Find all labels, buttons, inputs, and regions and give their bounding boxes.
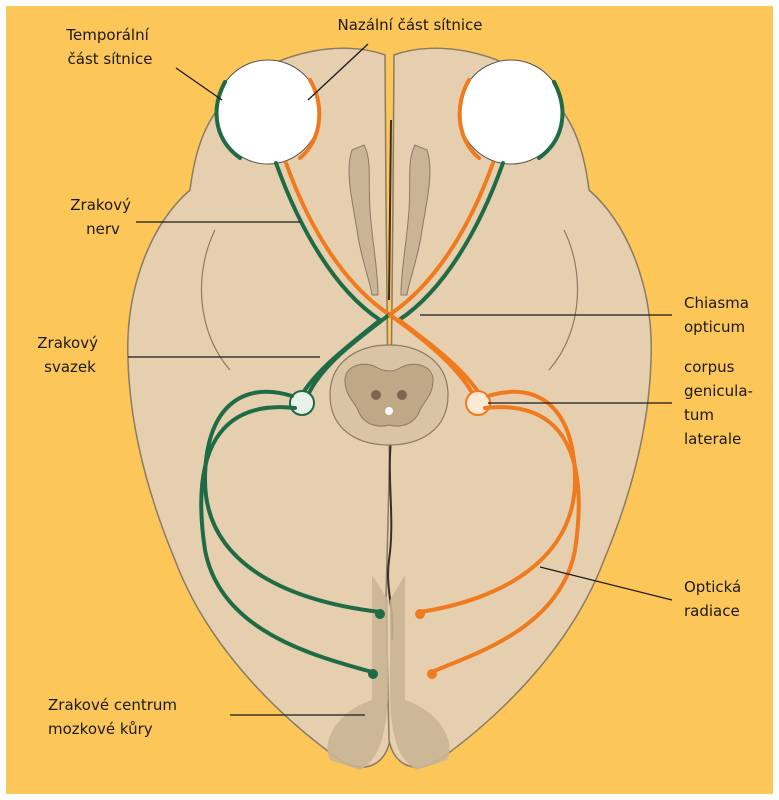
left-cortex-terminal-lower [368,669,378,679]
right-lgn [466,391,490,415]
label-nasal-retina: Nazální část sítnice [337,16,482,34]
left-cortex-terminal-upper [375,609,385,619]
right-cortex-terminal-upper [415,609,425,619]
right-cortex-terminal-lower [427,669,437,679]
cerebral-aqueduct [385,407,393,415]
brainstem-dot-right [397,390,407,400]
brainstem-dot-left [371,390,381,400]
left-lgn [290,391,314,415]
